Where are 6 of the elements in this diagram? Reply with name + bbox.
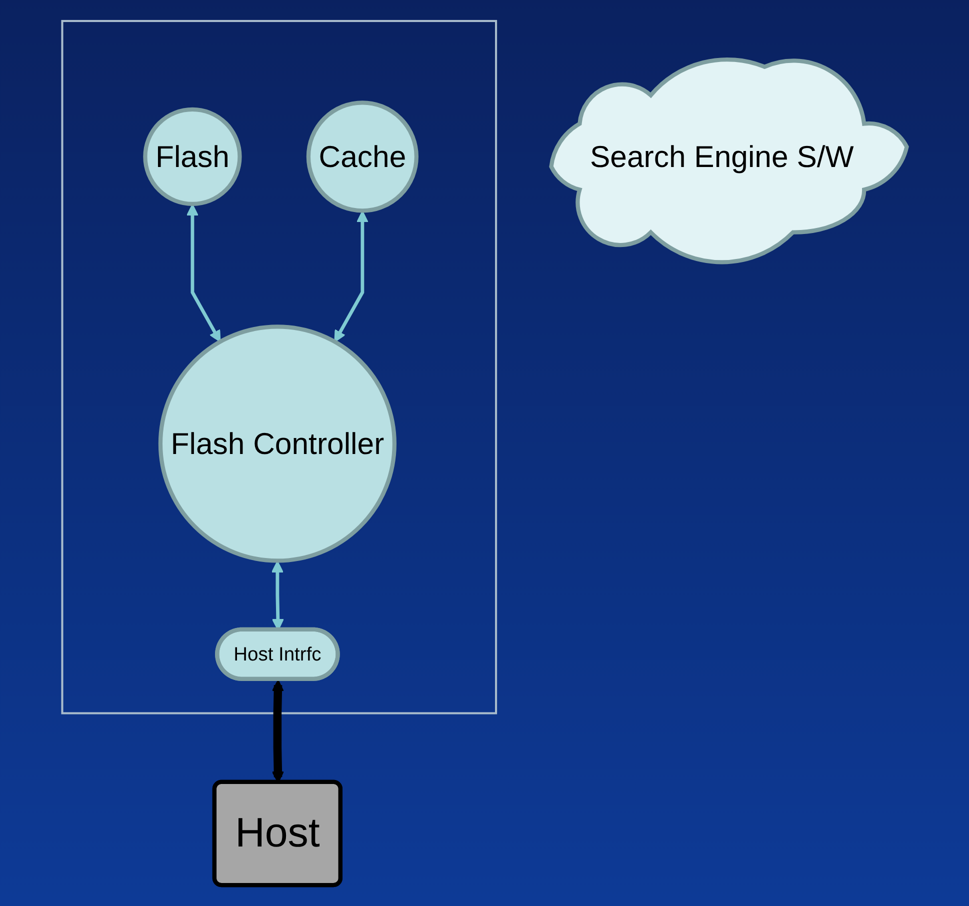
arrow	[334, 210, 368, 342]
node-circle: Cache	[306, 100, 418, 213]
arrow	[186, 204, 221, 342]
cluster	[61, 20, 498, 714]
node-circle: Flash Controller	[158, 324, 396, 563]
node-circle: Flash	[143, 107, 242, 206]
